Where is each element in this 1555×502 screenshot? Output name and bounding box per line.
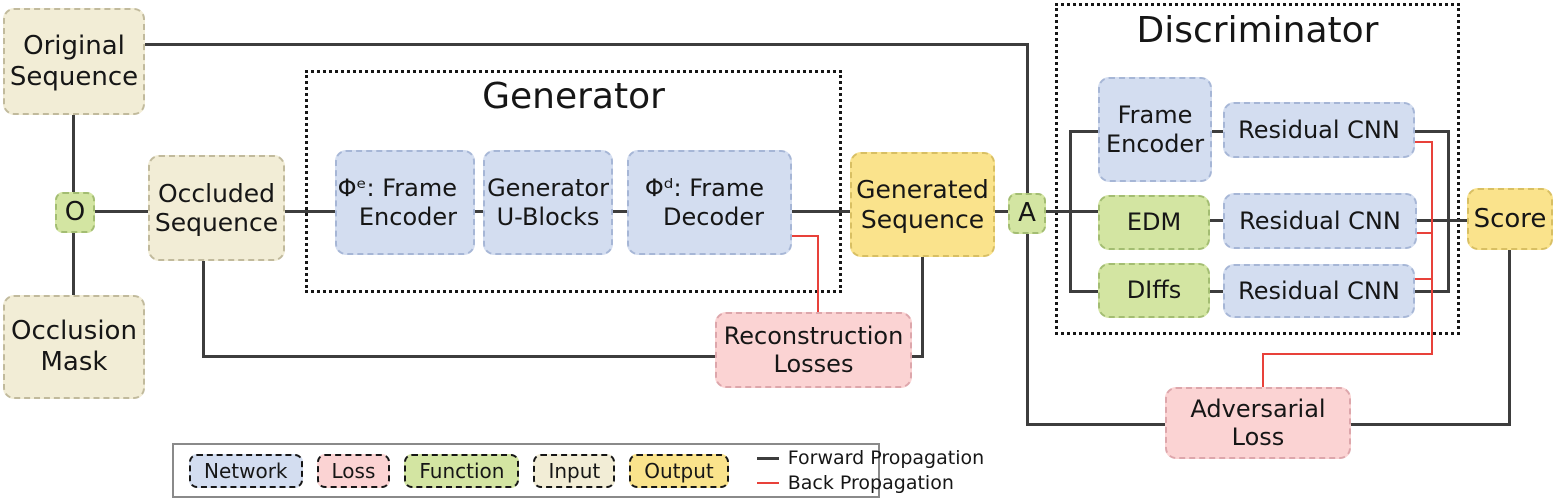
node-o-operator: O (55, 192, 95, 233)
back-line-to-advloss-horizontal (1262, 353, 1433, 355)
node-score: Score (1467, 188, 1553, 250)
node-residual-cnn-1: Residual CNN (1223, 102, 1415, 158)
forward-line-to-reconstruction-right (910, 355, 924, 358)
generator-title: Generator (482, 76, 665, 117)
forward-line-a-down (1026, 233, 1029, 426)
legend-loss-chip: Loss (316, 453, 391, 488)
generator-container: Generator (305, 70, 842, 293)
node-disc-frame-encoder: Frame Encoder (1098, 77, 1212, 182)
forward-line-merge (1447, 130, 1450, 293)
forward-line-occluded-to-generator (285, 210, 336, 213)
forward-line-diffs-to-rcnn3 (1209, 290, 1224, 293)
node-residual-cnn-3: Residual CNN (1223, 264, 1415, 318)
forward-line-branch-to-diffs (1069, 290, 1099, 293)
node-residual-cnn-2: Residual CNN (1223, 193, 1417, 249)
node-edm: EDM (1098, 195, 1210, 250)
node-original-sequence: Original Sequence (3, 8, 145, 115)
forward-line-o-to-mask (72, 232, 75, 296)
node-reconstruction-losses: Reconstruction Losses (715, 312, 912, 388)
back-line-advloss-down (1262, 353, 1264, 388)
legend-forward-label: Forward Propagation (787, 447, 985, 469)
node-generator-frame-encoder: Φᵉ: Frame Encoder (335, 150, 475, 255)
forward-line-down-to-a (1026, 43, 1029, 195)
forward-line-rcnn1-out (1414, 130, 1450, 133)
forward-line-disc-branch (1069, 130, 1072, 293)
node-generator-ublocks: Generator U-Blocks (483, 150, 613, 255)
back-line-decoder-to-reconstruction (817, 235, 819, 313)
forward-line-score-down (1508, 249, 1511, 426)
legend-output-chip: Output (629, 453, 729, 488)
forward-line-o-to-occluded (95, 210, 149, 213)
legend: Network Loss Function Input Output Forwa… (172, 443, 984, 498)
legend-input-chip: Input (533, 453, 616, 488)
back-line-rcnn1-out (1414, 141, 1433, 143)
legend-forward-row: Forward Propagation (756, 447, 985, 469)
forward-line-original-top (145, 43, 1029, 46)
legend-function-chip: Function (404, 453, 520, 488)
forward-line-a-to-edm (1045, 210, 1099, 213)
node-occlusion-mask: Occlusion Mask (3, 295, 145, 399)
forward-line-genseq-down (921, 256, 924, 358)
node-adversarial-loss: Adversarial Loss (1165, 387, 1351, 459)
back-line-rcnn2-out (1416, 232, 1433, 234)
forward-line-fe-to-rcnn1 (1211, 130, 1224, 133)
forward-line-rcnn2-to-score (1416, 219, 1468, 222)
forward-line-occluded-down (202, 260, 205, 358)
node-diffs: DIffs (1098, 263, 1210, 318)
node-a-operator: A (1008, 193, 1046, 234)
forward-line-genseq-to-a (994, 210, 1009, 213)
legend-back-row: Back Propagation (756, 472, 984, 494)
forward-line-decoder-to-genseq (791, 210, 851, 213)
discriminator-title: Discriminator (1136, 10, 1379, 51)
forward-propagation-line-icon (756, 456, 779, 460)
node-occluded-sequence: Occluded Sequence (148, 155, 285, 261)
legend-line-samples: Forward Propagation Back Propagation (756, 447, 985, 494)
back-line-rcnn3-out (1414, 278, 1433, 280)
forward-line-encoder-to-ublocks (474, 210, 484, 213)
legend-network-chip: Network (189, 453, 303, 488)
forward-line-ublocks-to-decoder (612, 210, 628, 213)
forward-line-original-to-o (72, 114, 75, 193)
node-generated-sequence: Generated Sequence (850, 152, 995, 257)
back-line-disc-vertical (1431, 141, 1433, 355)
forward-line-edm-to-rcnn2 (1209, 219, 1224, 222)
back-line-decoder-out (791, 235, 819, 237)
discriminator-container: Discriminator (1055, 3, 1460, 335)
back-propagation-line-icon (756, 482, 779, 484)
forward-line-to-reconstruction-left (202, 355, 716, 358)
legend-back-label: Back Propagation (787, 472, 954, 494)
node-generator-frame-decoder: Φᵈ: Frame Decoder (627, 150, 792, 255)
forward-line-branch-to-frameencoder (1069, 130, 1099, 133)
